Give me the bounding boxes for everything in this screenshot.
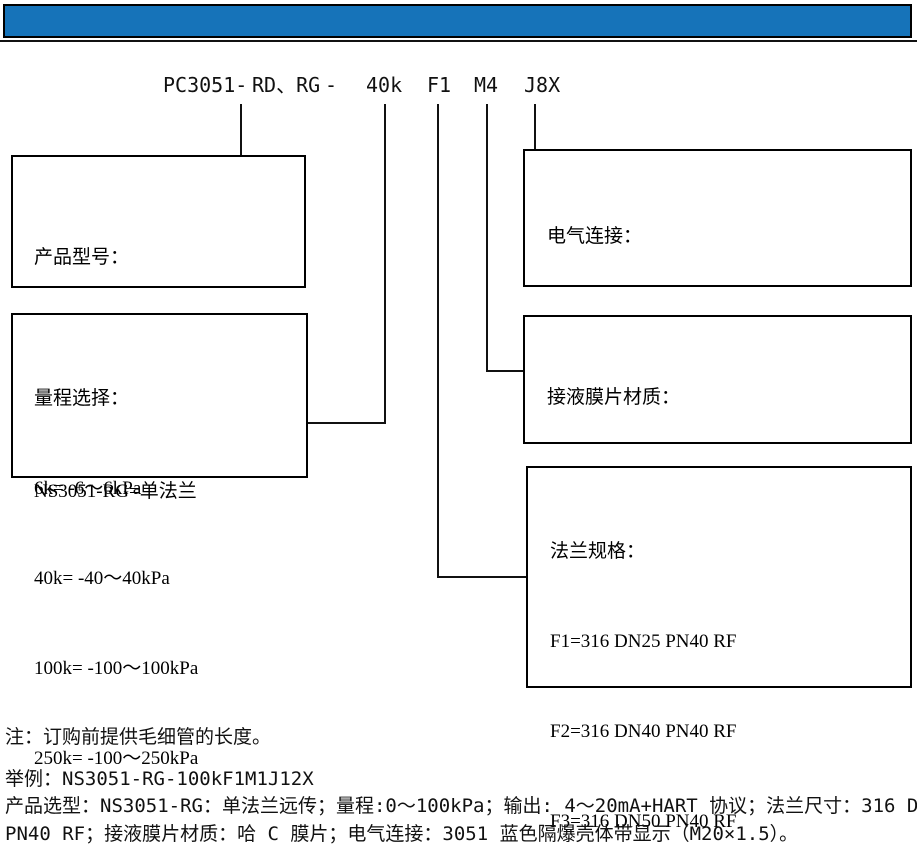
- capillary-note: 注：订购前提供毛细管的长度。: [5, 726, 272, 748]
- diaphragm-title: 接液膜片材质：: [547, 387, 681, 408]
- product-model-title: 产品型号：: [34, 247, 130, 268]
- connector-diaphragm-horizontal: [486, 370, 525, 372]
- range-option: 40k= -40～40kPa: [34, 568, 170, 589]
- section-title-bar: PC3051- RD/RG 选型: [3, 4, 912, 62]
- electrical-title: 电气连接：: [547, 226, 643, 247]
- header-divider: [0, 40, 917, 42]
- example-description-line1: 产品选型：NS3051-RG：单法兰远传；量程:0～100kPa；输出: 4～2…: [5, 795, 917, 817]
- range-option: 100k= -100～100kPa: [34, 658, 199, 679]
- product-model-box: 产品型号： NS3051-RD=双法兰 NS3051-RG=单法兰: [11, 155, 306, 502]
- example-code: 举例：NS3051-RG-100kF1M1J12X: [5, 768, 314, 790]
- model-code-range: 40k: [366, 73, 403, 97]
- connector-flange-vertical: [437, 104, 439, 578]
- flange-title: 法兰规格：: [550, 541, 646, 562]
- flange-option: F1=316 DN25 PN40 RF: [550, 631, 737, 652]
- model-code-dash: -: [325, 73, 338, 97]
- section-title: PC3051- RD/RG 选型: [40, 40, 243, 62]
- product-model-option: NS3051-RG=单法兰: [34, 481, 197, 502]
- model-code-variant: RD、RG: [252, 73, 321, 97]
- model-code-diaphragm: M4: [474, 73, 499, 97]
- range-title: 量程选择：: [34, 388, 130, 409]
- model-code-prefix: PC3051-: [163, 73, 248, 97]
- range-option: 6k= -6～6kPa: [34, 478, 142, 499]
- connector-range-vertical: [384, 104, 386, 424]
- flange-option: F3=316 DN50 PN40 RF: [550, 811, 737, 832]
- connector-range-horizontal: [306, 422, 386, 424]
- range-option: 250k= -100～250kPa: [34, 748, 199, 769]
- flange-option: F2=316 DN40 PN40 RF: [550, 721, 737, 742]
- electrical-connection-box: 电气连接： J8X= 3051 壳体带显示（M20×1.5） J12X = 30…: [523, 149, 912, 517]
- flange-spec-box: 法兰规格： F1=316 DN25 PN40 RF F2=316 DN40 PN…: [526, 466, 912, 832]
- diaphragm-material-box: 接液膜片材质： M4= 316L M1= 哈 C M2= 钽: [523, 315, 912, 669]
- model-code-electrical: J8X: [524, 73, 561, 97]
- connector-variant-vertical: [240, 104, 242, 155]
- example-description-line2: PN40 RF；接液膜片材质：哈 C 膜片；电气连接：3051 蓝色隔爆壳体带显…: [5, 823, 799, 845]
- connector-diaphragm-vertical: [486, 104, 488, 372]
- range-selection-box: 量程选择： 6k= -6～6kPa 40k= -40～40kPa 100k= -…: [11, 313, 308, 769]
- connector-electrical-vertical: [534, 104, 536, 151]
- connector-flange-horizontal: [437, 576, 528, 578]
- model-code-flange: F1: [427, 73, 452, 97]
